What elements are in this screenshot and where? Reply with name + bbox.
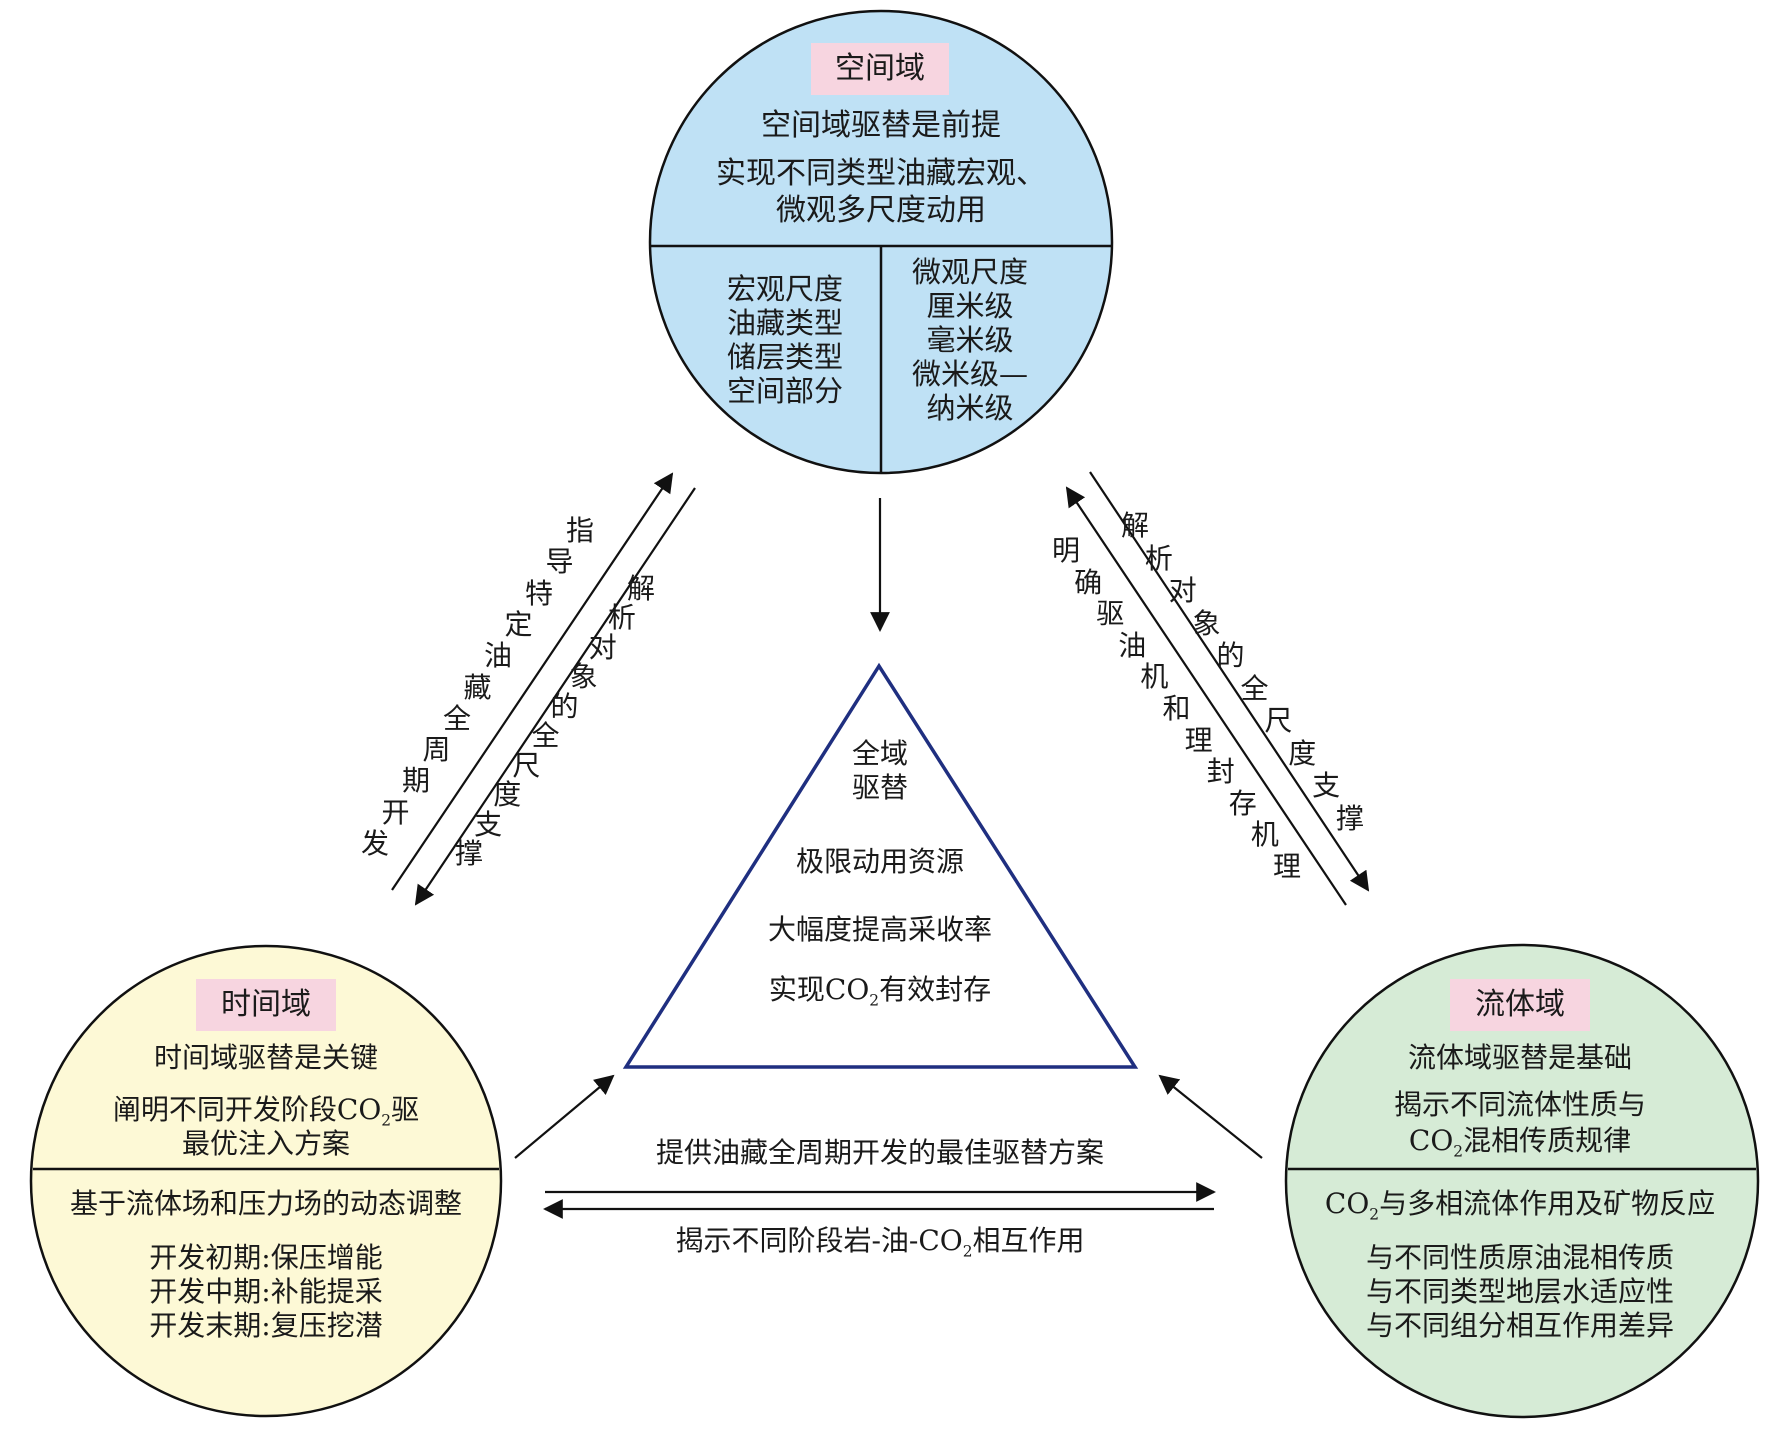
label-char: 发 xyxy=(361,827,390,860)
time-domain-tag: 时间域 xyxy=(196,979,336,1031)
time-line-2: 阐明不同开发阶段CO2驱 xyxy=(112,1093,420,1130)
label-char: 存 xyxy=(1228,786,1257,820)
label-char: 的 xyxy=(1216,639,1245,673)
fluid-item-3: 与不同组分相互作用差异 xyxy=(1365,1309,1674,1342)
label-char: 对 xyxy=(588,630,617,664)
label-char: 支 xyxy=(1312,769,1341,803)
label-char: 全 xyxy=(1240,671,1269,705)
center-line-2: 大幅度提高采收率 xyxy=(767,913,992,946)
label-char: 油 xyxy=(484,639,513,673)
label-char: 撑 xyxy=(1336,802,1365,835)
label-char: 尺 xyxy=(512,748,541,782)
label-char: 全 xyxy=(443,701,472,735)
label-char: 度 xyxy=(1288,736,1317,770)
label-char: 封 xyxy=(1206,755,1235,789)
time-line-3: 最优注入方案 xyxy=(181,1127,350,1160)
label-char: 解 xyxy=(1121,509,1150,542)
label-char: 象 xyxy=(569,660,598,694)
label-char: 尺 xyxy=(1264,704,1293,738)
time-stage-middle: 开发中期:补能提采 xyxy=(149,1275,383,1308)
micro-scale-label: 微观尺度 xyxy=(911,255,1028,289)
arrow-fluid-to-space xyxy=(1065,486,1347,906)
label-char: 期 xyxy=(402,764,431,798)
time-stage-early: 开发初期:保压增能 xyxy=(149,1241,383,1274)
label-char: 对 xyxy=(1168,574,1197,608)
nanometer-label: 纳米级 xyxy=(926,391,1014,425)
label-char: 确 xyxy=(1074,565,1103,599)
arrow-time-to-center xyxy=(514,1074,615,1159)
space-line-1: 空间域驱替是前提 xyxy=(761,108,1001,143)
fluid-sub-header: CO2与多相流体作用及矿物反应 xyxy=(1324,1187,1716,1224)
label-char: 机 xyxy=(1140,660,1169,694)
center-title-1: 全域 xyxy=(851,737,908,770)
time-domain-circle xyxy=(29,944,503,1418)
space-line-2: 实现不同类型油藏宏观、 xyxy=(716,156,1046,191)
fluid-line-2: 揭示不同流体性质与 xyxy=(1393,1088,1646,1121)
label-char: 定 xyxy=(504,607,533,641)
fluid-line-3: CO2混相传质规律 xyxy=(1408,1124,1632,1161)
label-char: 和 xyxy=(1162,692,1191,725)
label-char: 导 xyxy=(545,545,574,579)
arrow-space-to-time xyxy=(414,487,696,906)
macro-scale-label: 宏观尺度 xyxy=(726,272,843,306)
center-line-1: 极限动用资源 xyxy=(795,845,964,878)
space-line-3: 微观多尺度动用 xyxy=(776,193,986,228)
label-char: 象 xyxy=(1192,606,1221,640)
centimeter-label: 厘米级 xyxy=(926,289,1014,323)
fluid-line-1: 流体域驱替是基础 xyxy=(1407,1041,1632,1074)
bottom-bottom-label: 揭示不同阶段岩-油-CO2相互作用 xyxy=(675,1224,1085,1261)
label-char: 析 xyxy=(607,601,636,635)
fluid-domain-tag: 流体域 xyxy=(1450,979,1590,1031)
formation-type-label: 储层类型 xyxy=(726,340,843,374)
reservoir-type-label: 油藏类型 xyxy=(726,306,843,340)
label-char: 机 xyxy=(1250,818,1279,852)
label-char: 驱 xyxy=(1096,597,1125,631)
fluid-domain-circle xyxy=(1284,943,1760,1419)
space-part-label: 空间部分 xyxy=(726,374,843,408)
label-char: 周 xyxy=(422,733,451,767)
label-char: 撑 xyxy=(455,837,484,870)
arrow-space-to-fluid xyxy=(1089,471,1370,892)
time-stage-late: 开发末期:复压挖潜 xyxy=(149,1309,383,1342)
micrometer-label: 微米级— xyxy=(911,357,1028,391)
label-char: 的 xyxy=(550,689,579,723)
label-char: 油 xyxy=(1118,628,1147,662)
arrow-fluid-to-center xyxy=(1158,1074,1263,1159)
label-char: 特 xyxy=(525,576,554,610)
bottom-top-label: 提供油藏全周期开发的最佳驱替方案 xyxy=(655,1136,1104,1169)
label-char: 开 xyxy=(381,795,410,829)
label-char: 度 xyxy=(493,778,522,812)
label-char: 支 xyxy=(474,807,503,841)
time-line-1: 时间域驱替是关键 xyxy=(153,1041,378,1074)
fluid-item-1: 与不同性质原油混相传质 xyxy=(1365,1241,1674,1274)
center-title-2: 驱替 xyxy=(851,771,908,804)
center-line-3: 实现CO2有效封存 xyxy=(768,973,992,1010)
label-char: 指 xyxy=(566,514,595,547)
label-char: 全 xyxy=(531,719,560,753)
label-char: 解 xyxy=(627,572,656,605)
time-sub-header: 基于流体场和压力场的动态调整 xyxy=(69,1187,462,1220)
label-char: 藏 xyxy=(463,670,492,704)
label-char: 理 xyxy=(1273,850,1302,883)
millimeter-label: 毫米级 xyxy=(926,323,1014,357)
label-char: 析 xyxy=(1144,541,1173,575)
arrow-time-to-space xyxy=(391,472,674,891)
center-triangle xyxy=(622,662,1139,1069)
fluid-item-2: 与不同类型地层水适应性 xyxy=(1365,1275,1674,1308)
label-char: 理 xyxy=(1184,723,1213,757)
label-char: 明 xyxy=(1052,534,1081,567)
space-domain-circle xyxy=(648,9,1114,475)
space-domain-tag: 空间域 xyxy=(811,43,949,95)
